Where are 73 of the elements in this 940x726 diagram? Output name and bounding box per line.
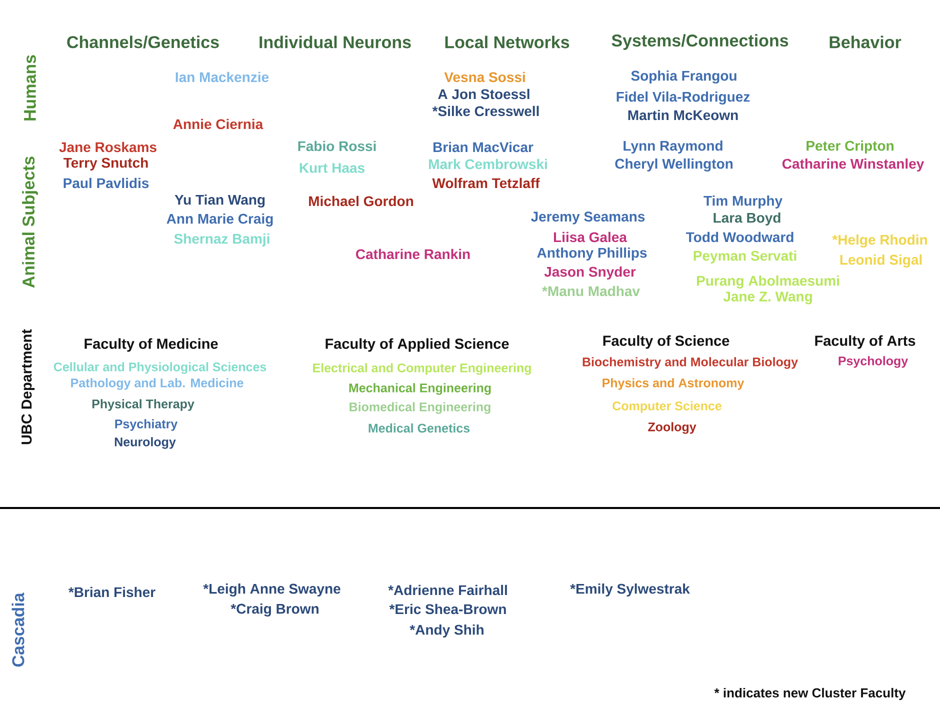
department-label: Biomedical Engineering bbox=[350, 402, 490, 414]
name-label: *Leigh Anne Swayne bbox=[203, 583, 340, 597]
column-heading: Individual Neurons bbox=[260, 36, 411, 48]
name-label: Catharine Winstanley bbox=[782, 158, 924, 172]
name-label: Terry Snutch bbox=[64, 157, 148, 171]
name-label: *Manu Madhav bbox=[542, 286, 640, 296]
name-label: Tim Murphy bbox=[704, 195, 782, 209]
name-label: Vesna Sossi bbox=[444, 72, 525, 82]
name-label: Peyman Servati bbox=[694, 250, 796, 264]
name-label: Ian Mackenzie bbox=[176, 72, 269, 82]
name-label: *Silke Cresswell bbox=[432, 106, 539, 116]
department-label: Biochemistry and Molecular Biology bbox=[582, 357, 798, 369]
name-label: *Helge Rhodin bbox=[832, 234, 927, 248]
name-label: Lara Boyd bbox=[714, 212, 780, 226]
name-label: Michael Gordon bbox=[309, 196, 414, 206]
name-label: Annie Ciernia bbox=[173, 118, 264, 130]
name-label: Brian MacVicar bbox=[434, 142, 534, 152]
department-label: Medical Genetics bbox=[368, 423, 470, 433]
row-heading: Humans bbox=[24, 55, 36, 120]
name-label: Todd Woodward bbox=[686, 232, 794, 242]
column-heading: Behavior bbox=[830, 36, 902, 48]
department-label: Psychology bbox=[838, 356, 908, 368]
name-label: Kurt Haas bbox=[300, 163, 364, 173]
name-label: Sophia Frangou bbox=[631, 70, 736, 84]
name-label: *Craig Brown bbox=[230, 603, 318, 617]
name-label: Jason Snyder bbox=[544, 266, 636, 280]
department-label: Zoology bbox=[648, 422, 696, 434]
name-label: Leonid Sigal bbox=[840, 254, 922, 268]
faculty-heading: Faculty of Applied Science bbox=[326, 338, 509, 352]
department-label: Psychiatry bbox=[115, 419, 178, 431]
name-label: Peter Cripton bbox=[806, 140, 894, 154]
name-label: Paul Pavlidis bbox=[64, 178, 149, 188]
name-label: Jane Roskams bbox=[59, 142, 156, 152]
name-label: Jeremy Seamans bbox=[531, 212, 645, 224]
name-label: *Brian Fisher bbox=[68, 586, 156, 598]
department-label: Neurology bbox=[114, 437, 176, 449]
name-label: Shernaz Bamji bbox=[174, 233, 270, 247]
name-label: Fidel Vila-Rodriguez bbox=[616, 91, 750, 105]
name-label: Purang Abolmaesumi bbox=[697, 275, 839, 289]
row-heading: UBC Department bbox=[21, 329, 35, 444]
row-heading: Cascadia bbox=[12, 592, 24, 667]
department-label: Physics and Astronomy bbox=[602, 378, 744, 390]
name-label: *Andy Shih bbox=[410, 624, 484, 638]
department-label: Electrical and Computer Engineering bbox=[313, 363, 531, 375]
name-label: Wolfram Tetzlaff bbox=[432, 178, 540, 188]
name-label: Anthony Phillips bbox=[537, 247, 647, 261]
name-label: *Emily Sylwestrak bbox=[570, 583, 690, 597]
name-label: Liisa Galea bbox=[554, 232, 628, 242]
name-label: Martin McKeown bbox=[628, 110, 738, 120]
department-label: Pathology and Lab. Medicine bbox=[71, 378, 244, 390]
row-heading: Animal Subjects bbox=[22, 156, 38, 288]
name-label: Catharine Rankin bbox=[356, 248, 470, 260]
column-heading: Systems/Connections bbox=[612, 34, 788, 50]
name-label: Mark Cembrowski bbox=[429, 158, 547, 170]
department-label: Cellular and Physiological Sciences bbox=[54, 362, 266, 374]
department-label: Mechanical Engineering bbox=[349, 383, 491, 395]
name-label: *Eric Shea-Brown bbox=[389, 604, 506, 614]
name-label: Jane Z. Wang bbox=[723, 292, 812, 304]
footnote: * indicates new Cluster Faculty bbox=[714, 688, 906, 700]
name-label: Yu Tian Wang bbox=[174, 194, 265, 208]
name-label: Lynn Raymond bbox=[624, 140, 722, 154]
name-label: Ann Marie Craig bbox=[166, 213, 273, 227]
department-label: Physical Therapy bbox=[92, 399, 194, 411]
department-label: Computer Science bbox=[612, 401, 722, 413]
name-label: Fabio Rossi bbox=[298, 140, 376, 152]
name-label: A Jon Stoessl bbox=[438, 88, 530, 100]
name-label: *Adrienne Fairhall bbox=[388, 584, 507, 596]
name-label: Cheryl Wellington bbox=[615, 158, 733, 172]
faculty-heading: Faculty of Medicine bbox=[84, 338, 218, 352]
column-heading: Local Networks bbox=[445, 36, 570, 48]
faculty-heading: Faculty of Science bbox=[603, 335, 730, 349]
faculty-heading: Faculty of Arts bbox=[815, 335, 916, 349]
column-heading: Channels/Genetics bbox=[67, 36, 219, 48]
